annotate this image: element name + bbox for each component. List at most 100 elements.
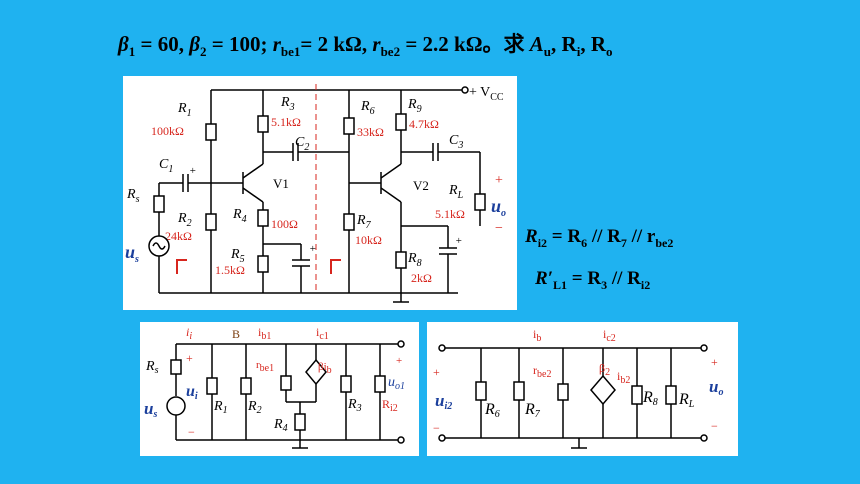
resistor-r8-eq2	[631, 385, 643, 405]
svg-text:+: +	[396, 355, 402, 367]
resistor-r6	[343, 117, 355, 135]
resistor-r6-eq2	[475, 381, 487, 401]
ui2-label: ui2	[435, 391, 452, 412]
r4-label: R4	[232, 207, 247, 225]
node-b-label: B	[232, 327, 240, 341]
r2-value: 24kΩ	[165, 229, 192, 243]
ib-label: ib	[533, 327, 541, 344]
us-eq1-label: us	[144, 399, 157, 420]
ic2-label: ic2	[603, 327, 616, 344]
r6-value: 33kΩ	[357, 125, 384, 139]
rbe2-label: rbe2	[533, 363, 551, 380]
svg-text:−: −	[495, 221, 503, 236]
equivalent-circuit-1-panel: ii B ib1 ic1 Rs us + ui − R1 R2 rbe1 βib…	[140, 322, 419, 456]
vcc-terminal	[461, 86, 469, 94]
r1-value: 100kΩ	[151, 124, 184, 138]
r2-eq1-label: R2	[247, 399, 262, 416]
c1-label: C1	[159, 157, 173, 175]
r9-label: R9	[407, 97, 422, 115]
input-arrow	[176, 259, 187, 274]
r7-label: R7	[356, 213, 372, 231]
c2-label: C2	[295, 135, 309, 153]
uo-label: uo	[491, 196, 506, 219]
resistor-rbe1	[280, 375, 292, 391]
r1-eq1-label: R1	[213, 399, 228, 416]
svg-text:+: +	[186, 351, 193, 365]
resistor-ri2-eq1	[374, 375, 386, 393]
rs-eq1-label: Rs	[145, 359, 159, 376]
r8-eq2-label: R8	[642, 389, 658, 408]
resistor-r5	[257, 255, 269, 273]
rs-label: Rs	[126, 187, 140, 205]
r3-label: R3	[280, 95, 295, 113]
resistor-r2	[205, 213, 217, 231]
amplifier-circuit-panel: + VCC R1 100kΩ R2 24kΩ C1 + Rs us V1 R3 …	[123, 76, 517, 310]
svg-text:+: +	[455, 235, 462, 247]
formula-ri2: Ri2 = R6 // R7 // rbe2	[525, 226, 674, 250]
dependent-current-source-2	[590, 374, 616, 406]
rl-eq2-label: RL	[678, 391, 695, 410]
vcc-label: + VCC	[469, 85, 504, 103]
r4-eq1-label: R4	[273, 417, 288, 434]
r1-label: R1	[177, 101, 192, 119]
rbe1-label: rbe1	[256, 359, 274, 374]
two-stage-amplifier-schematic: + VCC R1 100kΩ R2 24kΩ C1 + Rs us V1 R3 …	[125, 84, 506, 303]
r2-label: R2	[177, 211, 192, 229]
svg-text:−: −	[188, 425, 195, 439]
svg-text:+: +	[433, 365, 440, 379]
resistor-r7	[343, 213, 355, 231]
resistor-r8	[395, 251, 407, 269]
resistor-r4-eq1	[294, 413, 306, 431]
r8-label: R8	[407, 251, 422, 269]
resistor-r2-eq1	[240, 377, 252, 395]
v1-label: V1	[273, 176, 289, 191]
ib2-label: ib2	[617, 369, 630, 386]
svg-text:+: +	[189, 165, 196, 177]
r4-value: 100Ω	[271, 217, 298, 231]
resistor-rbe2	[557, 383, 569, 401]
resistor-rs	[153, 195, 165, 213]
stage2-small-signal-model: ib ic2 + ui2 − R6 R7 rbe2 β2 ib2 R8 RL +…	[433, 327, 723, 449]
ui-label: ui	[186, 383, 198, 402]
source-us-eq1	[166, 396, 186, 416]
c3-label: C3	[449, 133, 463, 151]
r9-value: 4.7kΩ	[409, 117, 439, 131]
r5-value: 1.5kΩ	[215, 263, 245, 277]
resistor-r3-eq1	[340, 375, 352, 393]
ii-label: ii	[186, 325, 192, 342]
resistor-r9	[395, 113, 407, 131]
r3-eq1-label: R3	[347, 397, 362, 414]
r8-value: 2kΩ	[411, 271, 432, 285]
r3-value: 5.1kΩ	[271, 115, 301, 129]
svg-text:+: +	[495, 173, 503, 188]
formula-rl1: R′L1 = R3 // Ri2	[535, 268, 651, 292]
resistor-rl	[474, 193, 486, 211]
svg-text:−: −	[711, 419, 718, 433]
stage1-small-signal-model: ii B ib1 ic1 Rs us + ui − R1 R2 rbe1 βib…	[144, 325, 405, 449]
beta2-label: β2	[599, 361, 610, 378]
rl-label: RL	[448, 183, 464, 201]
r5-label: R5	[230, 247, 245, 265]
uo1-label: uo1	[388, 375, 405, 392]
resistor-r4	[257, 209, 269, 227]
ib1-label: ib1	[258, 325, 271, 342]
svg-text:+: +	[711, 355, 718, 369]
ic1-label: ic1	[316, 325, 329, 342]
r6-label: R6	[360, 99, 375, 117]
ri2-label: Ri2	[382, 397, 398, 414]
svg-text:−: −	[433, 421, 440, 435]
resistor-rs-eq1	[170, 359, 182, 375]
resistor-rl-eq2	[665, 385, 677, 405]
equivalent-circuit-2-panel: ib ic2 + ui2 − R6 R7 rbe2 β2 ib2 R8 RL +…	[427, 322, 738, 456]
uo-eq2-label: uo	[709, 377, 723, 398]
resistor-r1-eq1	[206, 377, 218, 395]
resistor-r7-eq2	[513, 381, 525, 401]
r7-eq2-label: R7	[524, 401, 541, 420]
problem-statement: β1 = 60, β2 = 100; rbe1= 2 kΩ, rbe2 = 2.…	[118, 32, 613, 60]
us-label: us	[125, 242, 139, 265]
r6-eq2-label: R6	[484, 401, 500, 420]
svg-text:+: +	[309, 243, 316, 255]
resistor-r1	[205, 123, 217, 141]
stage2-arrow	[330, 259, 341, 274]
resistor-r3	[257, 115, 269, 133]
